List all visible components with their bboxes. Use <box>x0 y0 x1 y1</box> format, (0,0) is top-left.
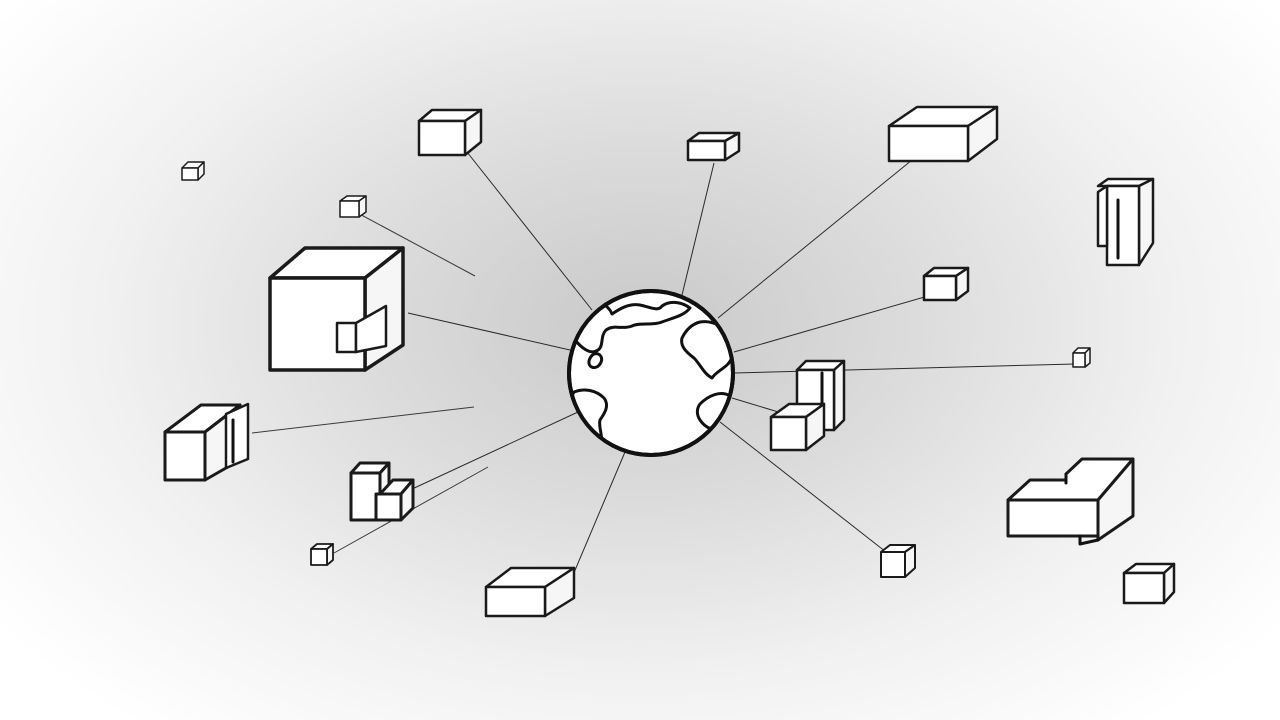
nodes <box>163 105 1176 618</box>
cube-icon <box>181 161 205 181</box>
cube-icon <box>417 108 483 157</box>
connection-line <box>466 151 593 311</box>
connection-line <box>407 312 571 351</box>
cube-icon <box>1072 347 1091 368</box>
globe-icon <box>567 289 735 457</box>
cube-icon <box>887 105 999 163</box>
cube-icon <box>769 359 846 452</box>
cube-icon <box>484 566 576 618</box>
connection-line <box>733 363 1076 374</box>
cube-icon <box>880 544 916 578</box>
connection-line <box>572 451 626 576</box>
cube-icon <box>1096 177 1155 267</box>
connection-line <box>733 295 929 353</box>
cube-icon <box>1122 562 1176 605</box>
connection-line <box>251 406 475 434</box>
connection-line <box>717 159 913 319</box>
cube-icon <box>349 461 415 522</box>
cube-icon <box>1006 457 1135 546</box>
connection-line <box>409 411 579 491</box>
connection-line <box>719 421 887 553</box>
cube-icon <box>163 402 250 482</box>
cube-icon <box>310 543 334 566</box>
connection-line <box>353 210 476 277</box>
cube-icon <box>339 195 367 218</box>
cube-icon <box>686 131 741 162</box>
connection-line <box>681 162 715 296</box>
connection-line <box>731 397 786 415</box>
cube-icon <box>922 266 970 302</box>
cube-icon <box>268 246 405 372</box>
